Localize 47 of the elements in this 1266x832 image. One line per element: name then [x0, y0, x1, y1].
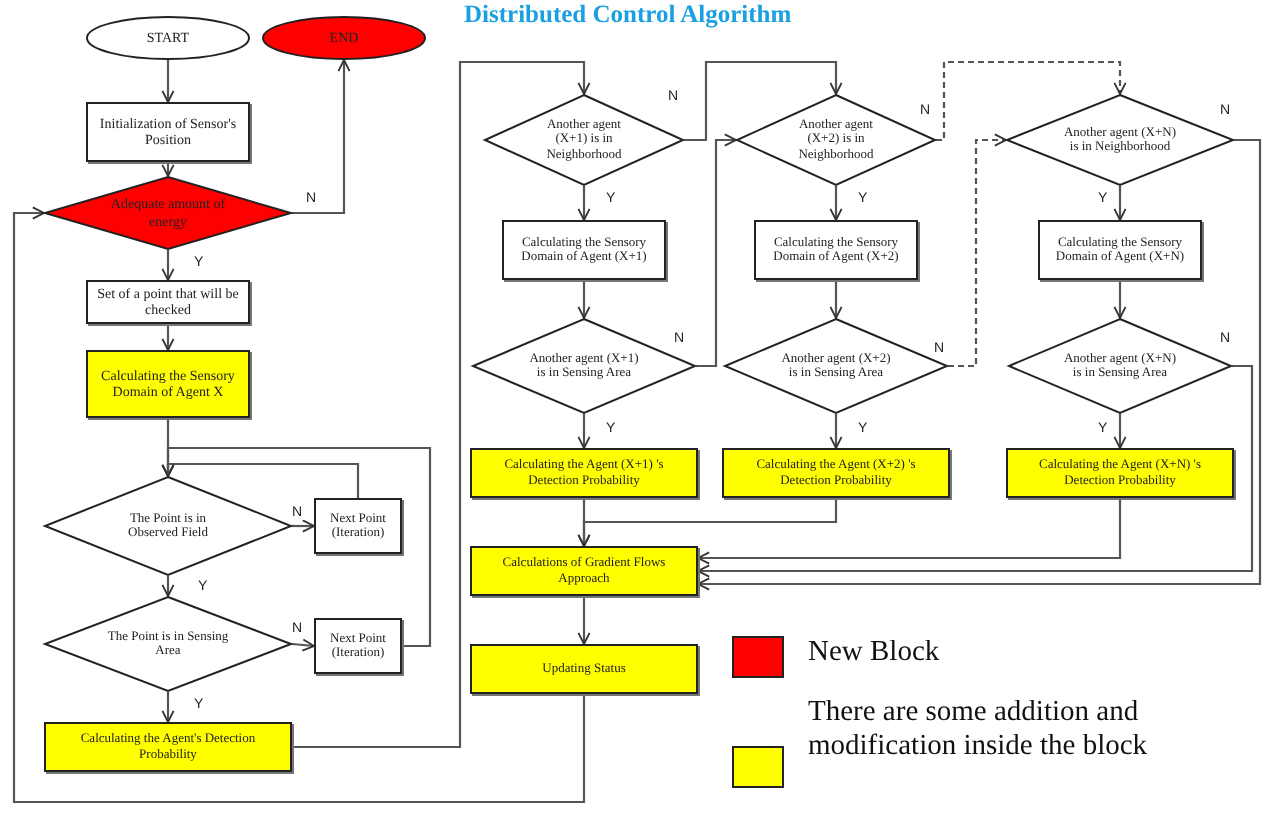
arrow: [292, 59, 351, 215]
arrow: [829, 280, 843, 319]
process-box: [86, 102, 250, 162]
process-box: [314, 618, 402, 674]
arrow: [936, 60, 1127, 142]
arrow: [292, 60, 591, 749]
arrow: [12, 206, 586, 804]
arrow: [161, 324, 175, 351]
arrow: [577, 280, 591, 319]
arrow: [577, 414, 591, 449]
process-box: [1038, 220, 1202, 280]
arrow: [1113, 414, 1127, 449]
arrow: [161, 692, 175, 723]
process-box: [470, 546, 698, 596]
arrow: [577, 596, 591, 645]
process-box: [1006, 448, 1234, 498]
arrow: [697, 498, 1122, 565]
arrow: [696, 133, 737, 368]
arrow: [161, 162, 175, 177]
process-box: [470, 448, 698, 498]
process-box: [502, 220, 666, 280]
arrow: [1113, 186, 1127, 221]
arrow: [829, 186, 843, 221]
legend-text: New Block: [808, 636, 942, 671]
arrow: [1113, 280, 1127, 319]
process-box: [470, 644, 698, 694]
legend-text: There are some addition and modification inside the block: [808, 696, 1150, 766]
arrow: [161, 446, 432, 648]
arrow: [948, 133, 1007, 368]
arrow: [697, 138, 1262, 591]
arrow: [292, 519, 315, 533]
arrow: [684, 60, 843, 142]
arrow: [161, 250, 175, 281]
process-box: [86, 350, 250, 418]
process-box: [86, 280, 250, 324]
arrow: [161, 576, 175, 597]
process-box: [314, 498, 402, 554]
arrow: [697, 364, 1254, 578]
diagram-title: Distributed Control Algorithm: [464, 0, 792, 30]
arrow: [577, 186, 591, 221]
process-box: [722, 448, 950, 498]
arrow: [291, 638, 315, 652]
process-box: [44, 722, 292, 772]
arrow: [161, 60, 175, 103]
arrow: [829, 414, 843, 449]
process-box: [754, 220, 918, 280]
arrow: [577, 498, 838, 547]
